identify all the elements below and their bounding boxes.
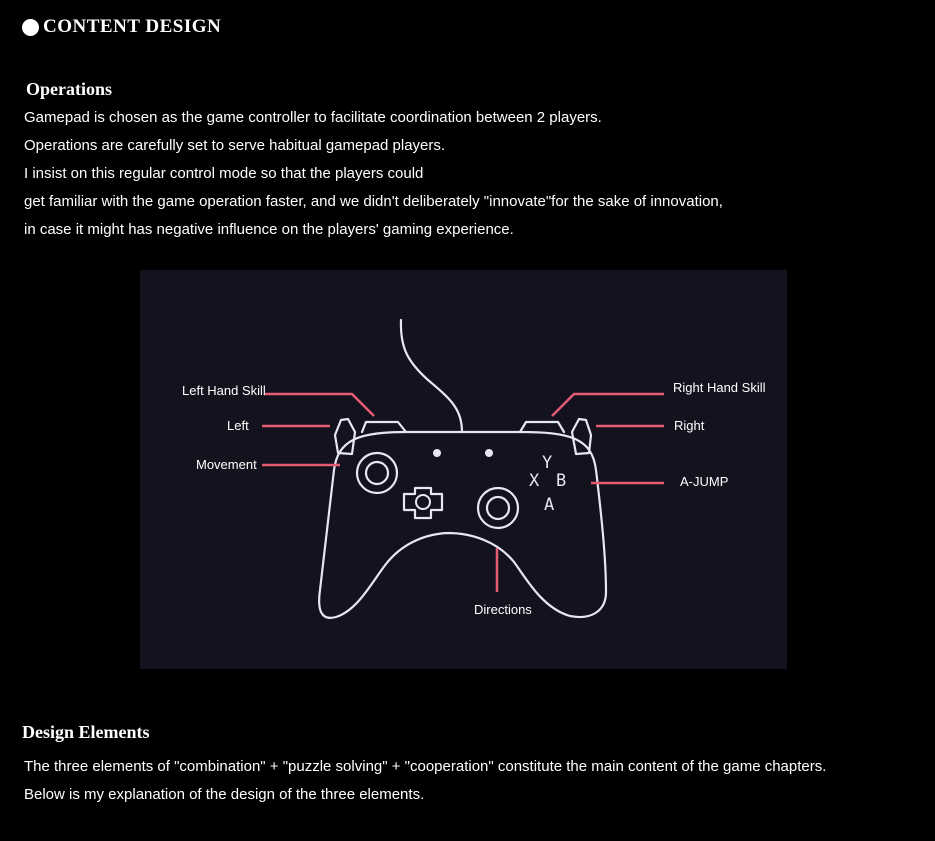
start-button bbox=[485, 449, 493, 457]
label-a-jump: A-JUMP bbox=[680, 474, 728, 489]
leader-right-hand-skill bbox=[551, 392, 664, 417]
y-button: Y bbox=[542, 453, 552, 473]
operations-line: Operations are carefully set to serve ha… bbox=[24, 137, 446, 154]
operations-line: get familiar with the game operation fas… bbox=[24, 193, 723, 210]
design-elements-line: The three elements of "combination" + "p… bbox=[24, 758, 827, 775]
label-right-hand-skill: Right Hand Skill bbox=[673, 380, 766, 395]
design-elements-paragraph: The three elements of "combination" + "p… bbox=[24, 753, 826, 809]
design-elements-line: Below is my explanation of the design of… bbox=[24, 786, 425, 803]
right-stick-ring bbox=[476, 486, 520, 530]
operations-line: I insist on this regular control mode so… bbox=[24, 165, 424, 182]
bullet-icon bbox=[22, 18, 39, 36]
label-left-hand-skill: Left Hand Skill bbox=[182, 383, 266, 398]
operations-line: in case it might has negative influence … bbox=[24, 221, 514, 238]
gamepad-diagram: Y X B A Left Hand Skill Left Movement Ri… bbox=[140, 270, 787, 669]
left-trigger bbox=[333, 417, 357, 456]
dpad-center bbox=[415, 494, 431, 510]
gamepad-illustration: Y X B A Left Hand Skill Left Movement Ri… bbox=[182, 318, 766, 619]
section-title: CONTENT DESIGN bbox=[43, 16, 222, 37]
cable bbox=[399, 318, 464, 434]
left-stick bbox=[364, 460, 390, 486]
label-left: Left bbox=[227, 418, 249, 433]
controller-body bbox=[318, 430, 608, 619]
b-button: B bbox=[556, 471, 566, 491]
right-trigger bbox=[570, 417, 593, 456]
label-directions: Directions bbox=[474, 602, 532, 617]
right-bumper bbox=[518, 420, 566, 434]
label-movement: Movement bbox=[196, 457, 257, 472]
x-button: X bbox=[529, 471, 540, 491]
select-button bbox=[433, 449, 441, 457]
operations-line: Gamepad is chosen as the game controller… bbox=[24, 109, 602, 126]
section-header: CONTENT DESIGN bbox=[22, 16, 221, 38]
a-button: A bbox=[544, 495, 554, 515]
left-bumper bbox=[360, 420, 408, 434]
label-right: Right bbox=[674, 418, 705, 433]
dpad-icon bbox=[402, 486, 444, 520]
right-stick bbox=[485, 495, 511, 521]
operations-paragraph: Gamepad is chosen as the game controller… bbox=[24, 104, 723, 244]
leader-left-hand-skill bbox=[264, 392, 375, 417]
left-stick-ring bbox=[355, 451, 399, 495]
operations-heading: Operations bbox=[26, 79, 113, 99]
design-elements-heading: Design Elements bbox=[22, 722, 150, 742]
